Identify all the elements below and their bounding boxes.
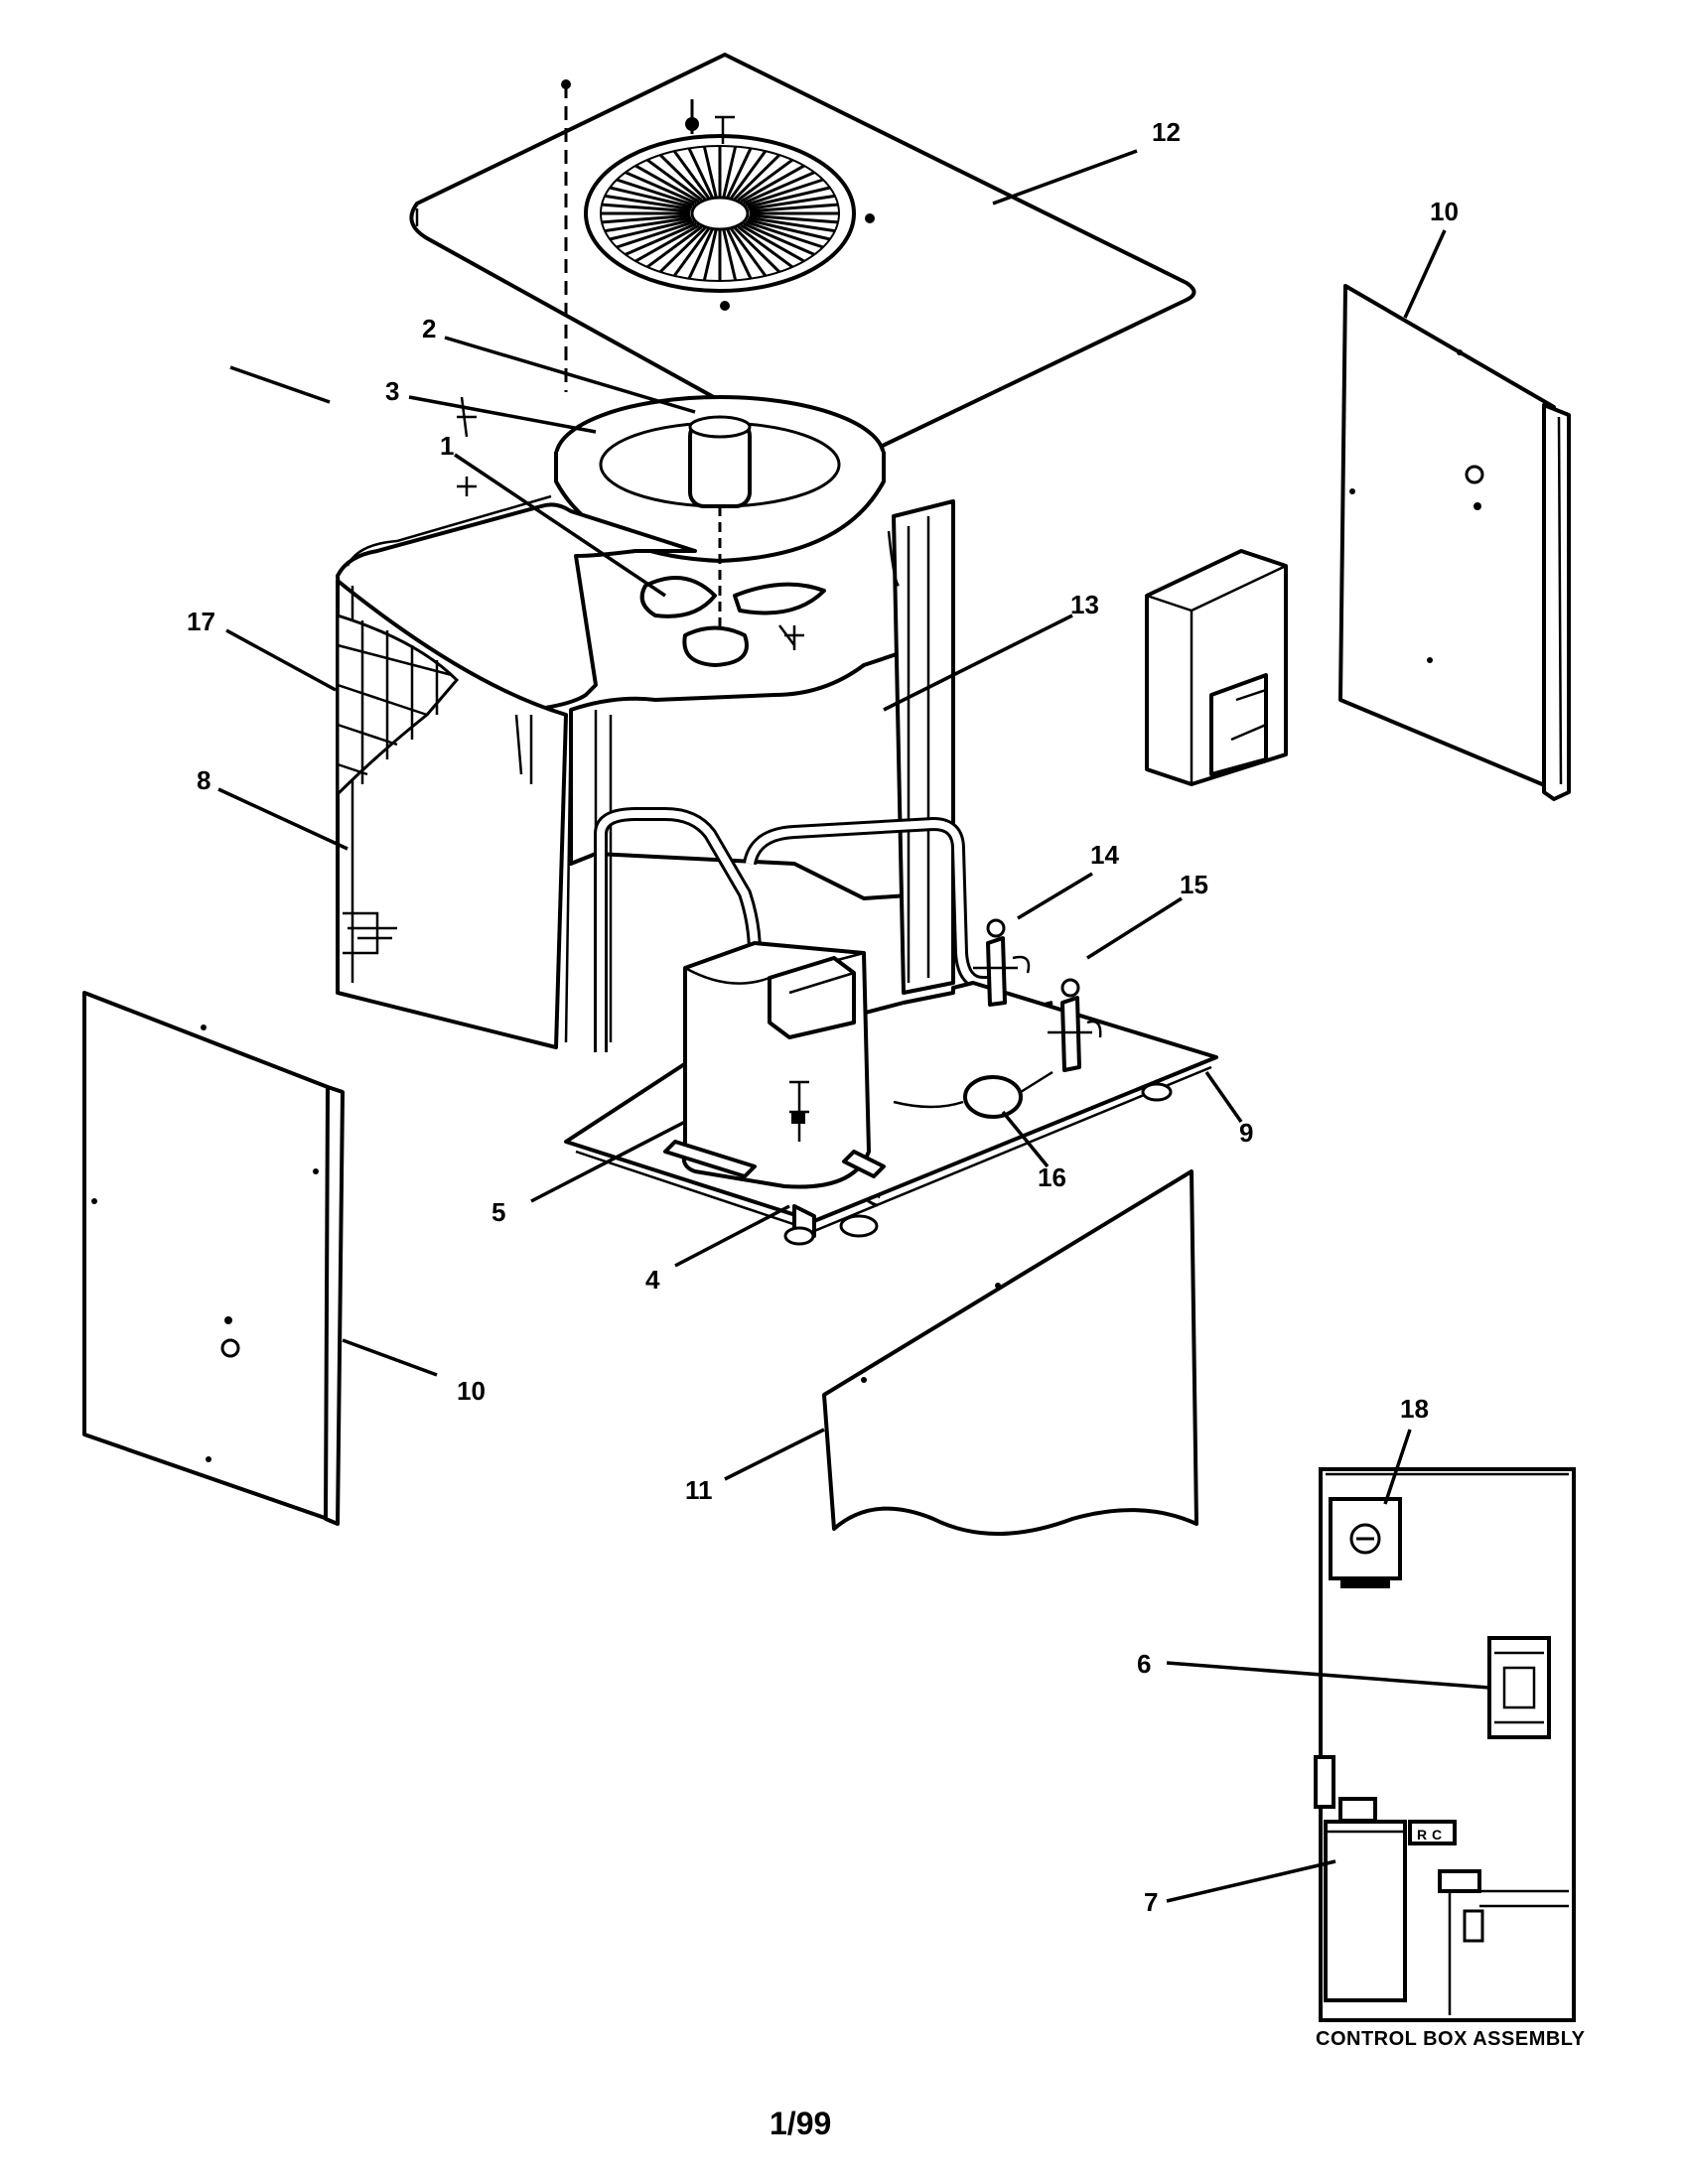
grille-spoke	[672, 150, 710, 200]
front-panel	[822, 1169, 1198, 1536]
compressor	[663, 941, 886, 1189]
callout-labels: 12 10 2 3 1 17 13 8 14 15 9 5 16 4 10 11…	[187, 117, 1459, 1917]
grille-spoke	[616, 178, 695, 206]
fan-motor	[688, 415, 752, 635]
service-valve-suction	[973, 918, 1031, 1007]
callout-8: 8	[197, 765, 210, 795]
grille-spoke	[747, 218, 831, 241]
grille-spoke	[730, 227, 768, 277]
side-panel-left	[82, 991, 345, 1526]
grille-spoke	[601, 203, 691, 213]
callout-12: 12	[1152, 117, 1181, 147]
grille-spoke	[658, 226, 707, 273]
leader-lines	[217, 149, 1490, 1903]
control-box-shell	[1145, 549, 1288, 786]
callout-4: 4	[645, 1265, 660, 1295]
grille-spoke	[646, 225, 703, 269]
grille-spoke	[672, 227, 710, 277]
callout-6: 6	[1137, 1649, 1151, 1679]
callout-14: 14	[1090, 840, 1119, 870]
grille-spoke	[748, 215, 836, 233]
grille-spoke	[687, 228, 714, 280]
callout-18: 18	[1400, 1394, 1429, 1424]
callout-7: 7	[1144, 1887, 1158, 1917]
control-box-label-1: R C	[1417, 1827, 1443, 1843]
grille-spoke	[634, 223, 700, 263]
grille-spoke	[722, 146, 738, 198]
grille-spoke	[625, 171, 697, 205]
grille-spoke	[616, 220, 695, 249]
grille-spoke	[743, 171, 815, 205]
fan-guard-grille	[584, 134, 875, 311]
fan-blade	[639, 576, 826, 667]
grille-spoke	[737, 158, 793, 202]
grille-spoke	[745, 178, 824, 206]
grille-spoke	[609, 218, 693, 241]
grille-spoke	[745, 220, 824, 249]
grille-spoke	[740, 223, 805, 263]
grille-spoke	[609, 186, 693, 208]
grille-spoke	[726, 228, 753, 280]
grille-spoke	[702, 146, 718, 198]
service-valve-liquid	[1048, 978, 1102, 1072]
grille-spoke	[646, 158, 703, 202]
control-box-caption: CONTROL BOX ASSEMBLY	[1316, 2028, 1586, 2050]
base-pan	[564, 981, 1218, 1246]
callout-10-right: 10	[1430, 197, 1459, 226]
callout-2: 2	[422, 314, 436, 343]
callout-13: 13	[1070, 590, 1099, 619]
grille-spoke	[625, 221, 697, 256]
callout-11: 11	[685, 1475, 713, 1505]
callout-9: 9	[1239, 1118, 1253, 1148]
callout-16: 16	[1038, 1162, 1066, 1192]
callout-10-left: 10	[457, 1376, 486, 1406]
grille-spoke	[658, 154, 707, 201]
callout-17: 17	[187, 607, 215, 636]
grille-spoke	[634, 164, 700, 204]
page-number: 1/99	[770, 2106, 831, 2141]
grille-spoke	[730, 150, 768, 200]
grille-spoke	[604, 194, 692, 211]
grille-spoke	[737, 225, 793, 269]
callout-15: 15	[1180, 870, 1208, 899]
grille-spoke	[702, 229, 718, 281]
grille-spoke	[748, 194, 836, 211]
grille-spoke	[743, 221, 815, 256]
callout-5: 5	[491, 1197, 505, 1227]
assembly-center-line	[561, 79, 735, 392]
control-box-assembly: R C	[1314, 1467, 1576, 2022]
grille-spoke	[747, 186, 831, 208]
grille-spoke	[604, 215, 692, 233]
callout-3: 3	[385, 376, 399, 406]
callout-1: 1	[440, 431, 454, 461]
grille-spoke	[749, 203, 839, 213]
service-valve-bracket	[343, 396, 533, 955]
grille-spoke	[722, 229, 738, 281]
grille-spoke	[601, 213, 691, 224]
grille-spoke	[733, 154, 781, 201]
grille-spoke	[749, 213, 839, 224]
coil-guard-grid	[336, 613, 460, 798]
grille-spoke	[726, 147, 753, 199]
grille-spoke	[687, 147, 714, 199]
side-panel-right	[1338, 284, 1571, 801]
filter-drier	[893, 1070, 1053, 1119]
grille-spoke	[740, 164, 805, 204]
grille-spoke	[733, 226, 781, 273]
